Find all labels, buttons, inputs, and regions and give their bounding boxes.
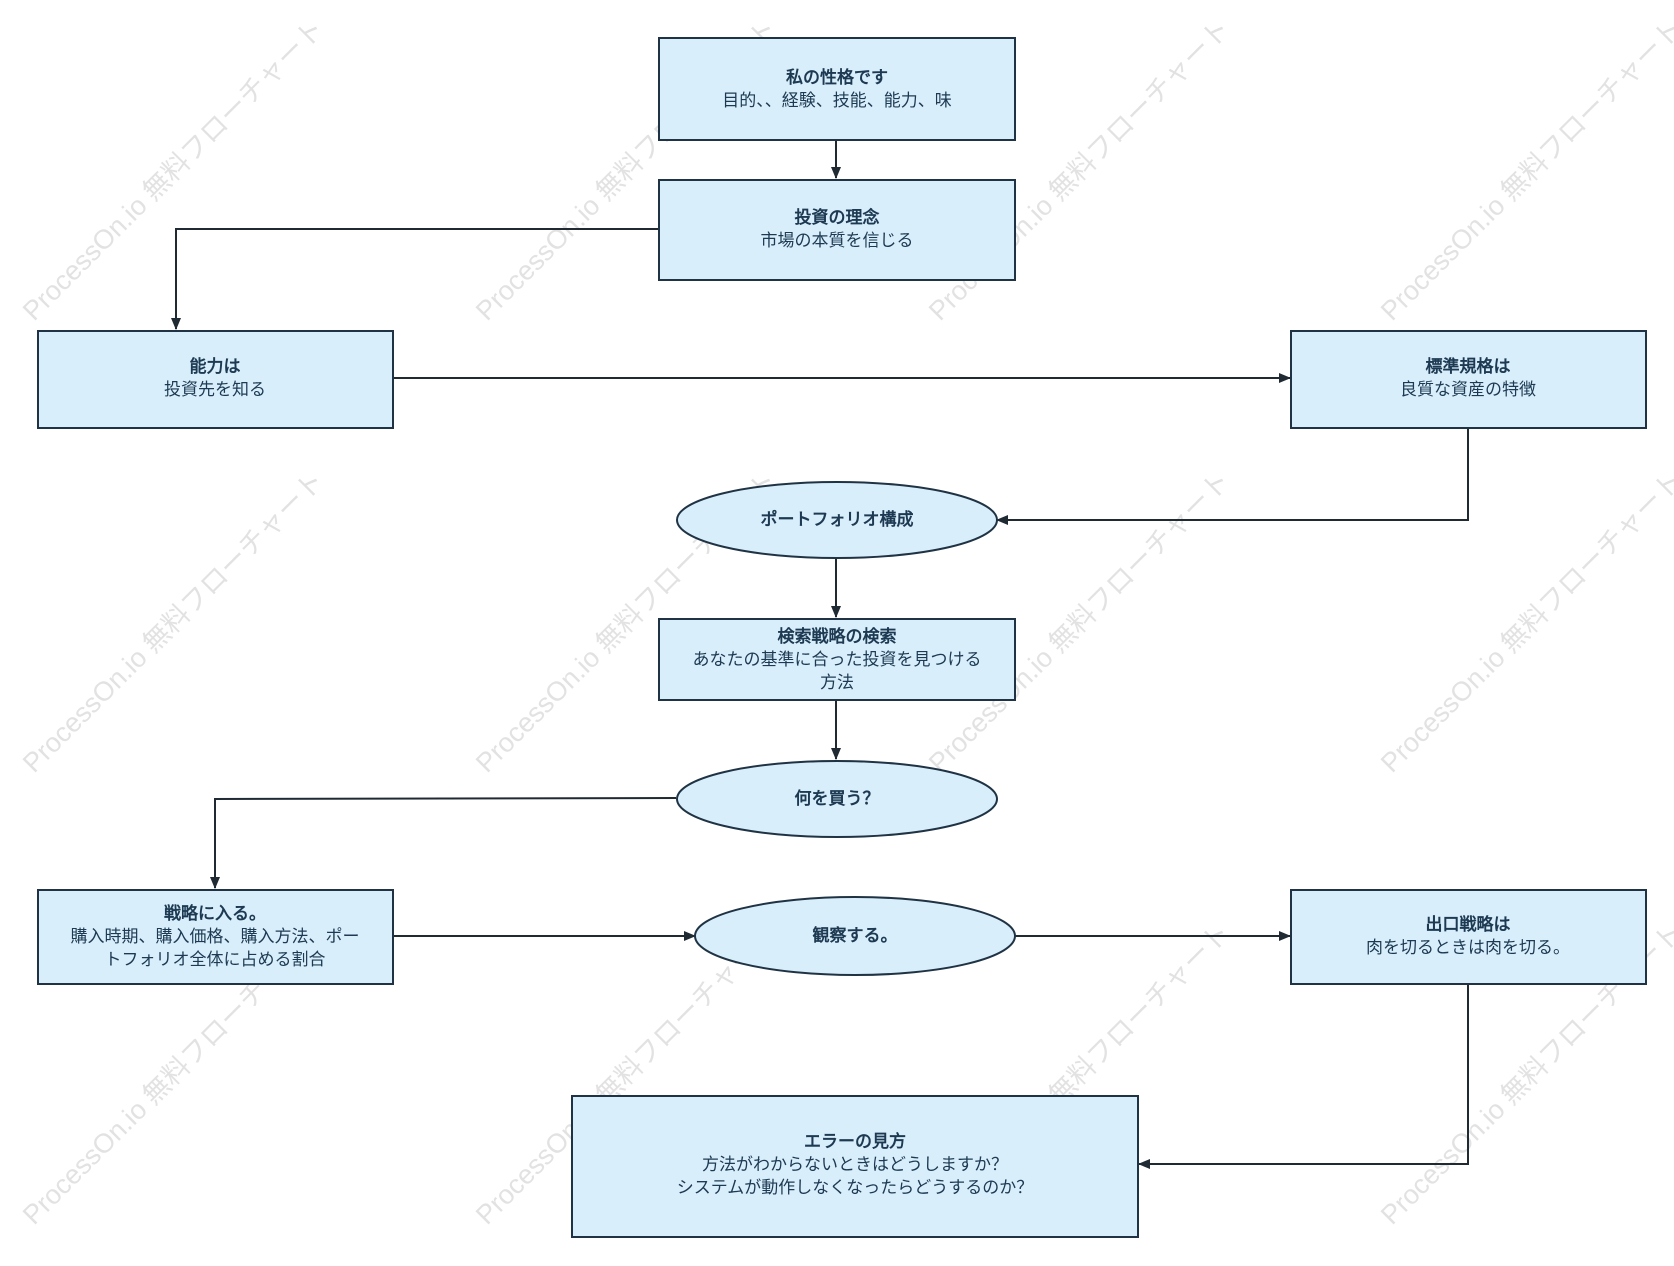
- node-entry-desc-line2: トフォリオ全体に占める割合: [105, 950, 326, 970]
- connector-standards-to-portfolio: [996, 428, 1469, 525]
- node-observe-title: 観察する。: [813, 925, 898, 946]
- connector-exit-to-errors: [1138, 984, 1469, 1169]
- node-errors-desc-line2: システムが動作しなくなったらどうするのか？: [677, 1178, 1034, 1198]
- node-search-title: 検索戦略の検索: [778, 626, 897, 647]
- connector-whattobuy-to-entry: [210, 797, 677, 889]
- node-personality-title: 私の性格です: [786, 67, 888, 88]
- node-search-desc-line1: あなたの基準に合った投資を見つける: [693, 650, 982, 670]
- connectors: [171, 141, 1469, 1169]
- watermark-text: ProcessOn.io 無料フローチャート: [1375, 13, 1674, 326]
- node-portfolio-title: ポートフォリオ構成: [761, 509, 914, 530]
- node-personality-desc: 目的、、経験、技能、能力、味: [722, 91, 952, 111]
- node-philosophy-title: 投資の理念: [795, 207, 880, 228]
- watermark-text: ProcessOn.io 無料フローチャート: [17, 13, 330, 326]
- node-philosophy-desc: 市場の本質を信じる: [761, 231, 914, 251]
- node-exit-desc: 肉を切るときは肉を切る。: [1366, 938, 1570, 958]
- node-ability[interactable]: 能力は 投資先を知る: [37, 330, 394, 429]
- node-standards-desc: 良質な資産の特徴: [1400, 380, 1536, 400]
- node-errors-title: エラーの見方: [804, 1131, 906, 1152]
- node-what-to-buy-title: 何を買う？: [795, 788, 880, 809]
- node-entry-desc-line1: 購入時期、購入価格、購入方法、ポー: [71, 927, 360, 947]
- node-exit[interactable]: 出口戦略は 肉を切るときは肉を切る。: [1290, 889, 1647, 985]
- node-entry-title: 戦略に入る。: [164, 903, 266, 924]
- node-search-desc-line2: 方法: [820, 673, 854, 693]
- node-errors[interactable]: エラーの見方 方法がわからないときはどうしますか？ システムが動作しなくなったら…: [571, 1095, 1139, 1238]
- node-ability-title: 能力は: [190, 356, 241, 377]
- node-what-to-buy[interactable]: 何を買う？: [676, 760, 998, 838]
- node-search[interactable]: 検索戦略の検索 あなたの基準に合った投資を見つける 方法: [658, 618, 1016, 701]
- node-observe[interactable]: 観察する。: [694, 896, 1016, 976]
- node-standards-title: 標準規格は: [1426, 356, 1511, 377]
- connector-philosophy-to-ability: [171, 228, 659, 330]
- node-standards[interactable]: 標準規格は 良質な資産の特徴: [1290, 330, 1647, 429]
- node-personality[interactable]: 私の性格です 目的、、経験、技能、能力、味: [658, 37, 1016, 141]
- watermark-text: ProcessOn.io 無料フローチャート: [1375, 465, 1674, 778]
- watermark-text: ProcessOn.io 無料フローチャート: [17, 465, 330, 778]
- node-philosophy[interactable]: 投資の理念 市場の本質を信じる: [658, 179, 1016, 281]
- node-ability-desc: 投資先を知る: [164, 380, 266, 400]
- node-errors-desc-line1: 方法がわからないときはどうしますか？: [702, 1155, 1008, 1175]
- node-exit-title: 出口戦略は: [1426, 914, 1511, 935]
- node-portfolio[interactable]: ポートフォリオ構成: [676, 481, 998, 559]
- node-entry[interactable]: 戦略に入る。 購入時期、購入価格、購入方法、ポー トフォリオ全体に占める割合: [37, 889, 394, 985]
